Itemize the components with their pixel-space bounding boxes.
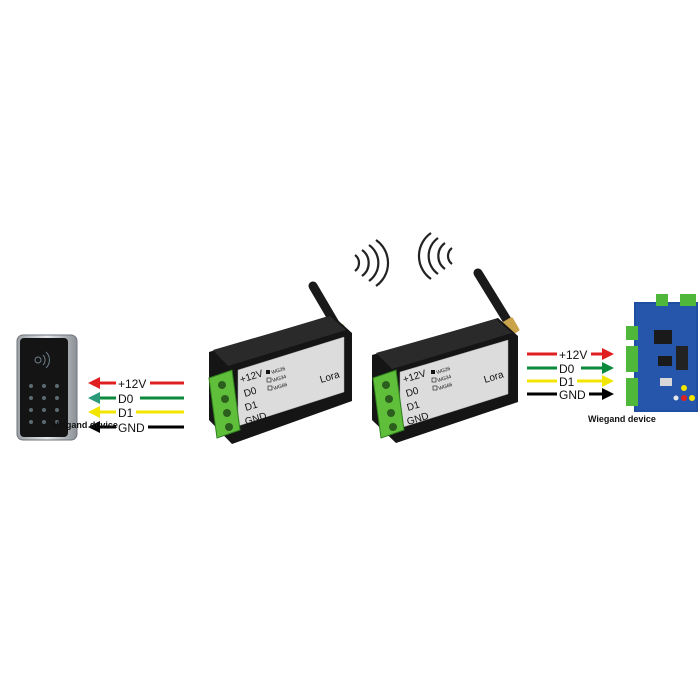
terminal-block-right xyxy=(372,369,405,439)
pin-label-d1: D1 xyxy=(244,399,260,413)
controller-board xyxy=(626,294,698,412)
pin-label-d0: D0 xyxy=(243,385,259,399)
left-wire-gnd: GND xyxy=(88,420,184,435)
pin-label-d1-r: D1 xyxy=(406,399,422,413)
keypad-keys xyxy=(29,384,59,424)
mode-wg34-r: WG34 xyxy=(437,374,453,384)
mode-switch-right: WG26 WG34 WG66 xyxy=(431,366,453,392)
right-label-d1: D1 xyxy=(559,375,575,389)
right-label-d0: D0 xyxy=(559,362,575,376)
left-label-d1: D1 xyxy=(118,406,134,420)
right-wire-12v: +12V xyxy=(527,347,614,362)
caption-left-device: Wiegand device xyxy=(50,420,118,430)
mode-wg26: WG26 xyxy=(271,366,287,376)
keypad-reader xyxy=(16,334,78,441)
left-label-gnd: GND xyxy=(118,421,145,435)
radio-waves-icon-right xyxy=(417,232,453,280)
left-wire-12v: +12V xyxy=(88,376,184,391)
right-wire-legend: +12V D0 D1 GND xyxy=(527,347,614,402)
right-wire-gnd: GND xyxy=(527,387,614,402)
lora-module-left: +12V D0 D1 GND WG26 WG34 WG66 Lora xyxy=(208,281,352,444)
caption-right-device: Wiegand device xyxy=(588,414,656,424)
right-wire-d1: D1 xyxy=(527,374,614,389)
left-wire-d0: D0 xyxy=(88,391,184,406)
right-label-gnd: GND xyxy=(559,388,586,402)
mode-wg26-r: WG26 xyxy=(436,366,452,376)
lora-module-right: +12V D0 D1 GND WG26 WG34 WG66 Lora xyxy=(372,268,520,443)
mode-wg34: WG34 xyxy=(272,374,288,384)
right-label-12v: +12V xyxy=(559,348,587,362)
mode-wg66-r: WG66 xyxy=(438,382,454,392)
left-label-d0: D0 xyxy=(118,392,134,406)
mode-wg66: WG66 xyxy=(273,382,289,392)
mode-switch-left: WG26 WG34 WG66 xyxy=(266,366,288,392)
rfid-icon xyxy=(34,351,50,369)
radio-waves-icon-left xyxy=(354,239,390,287)
right-wire-d0: D0 xyxy=(527,361,614,376)
terminal-block-left xyxy=(208,369,241,439)
left-label-12v: +12V xyxy=(118,377,146,391)
pin-label-d0-r: D0 xyxy=(405,385,421,399)
left-wire-legend: +12V D0 D1 GND xyxy=(88,376,184,435)
left-wire-d1: D1 xyxy=(88,405,184,420)
